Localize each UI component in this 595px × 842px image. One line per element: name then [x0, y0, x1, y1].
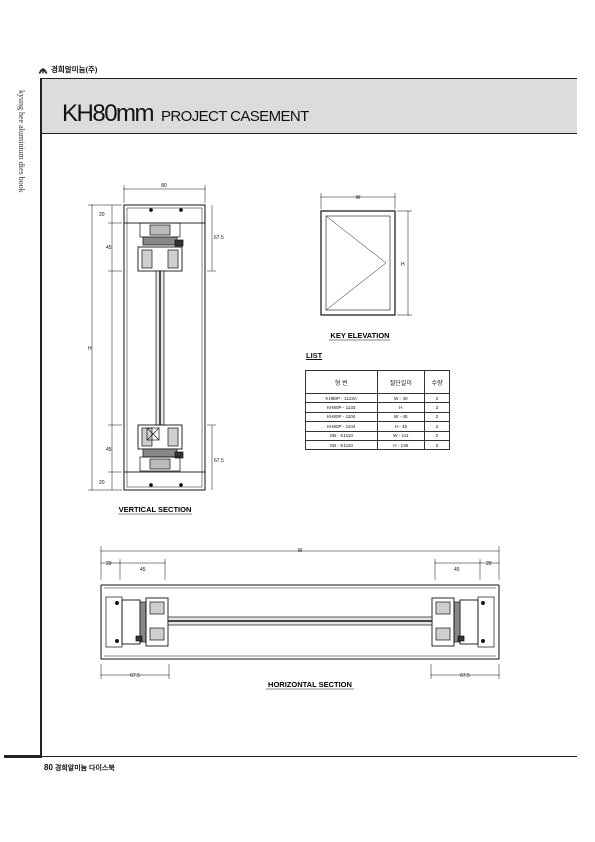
footer-rule — [42, 756, 577, 757]
vertical-section-dims — [88, 185, 216, 491]
cell-qty: 2 — [424, 392, 450, 404]
table-header-row: 형 번 절단길이 수량 — [305, 370, 450, 394]
header-band — [42, 78, 577, 134]
page-number: 80 — [44, 763, 53, 772]
cell-length: W - 40 — [376, 392, 426, 404]
dim-vs-bottom: 20 — [99, 480, 105, 486]
cell-length: W - 111 — [376, 430, 426, 441]
title-sub: PROJECT CASEMENT — [161, 108, 309, 125]
dim-hs-bottom-left: 67.5 — [130, 673, 140, 679]
vertical-section-drawing — [123, 204, 206, 491]
col-header-length: 절단길이 — [376, 370, 426, 394]
vertical-section-caption: VERTICAL SECTION — [119, 505, 192, 514]
dim-vs-top-inner: 45 — [106, 245, 112, 251]
dim-vs-width: 80 — [161, 183, 167, 189]
side-rule — [40, 78, 42, 758]
cell-length: W - 45 — [376, 411, 426, 423]
cell-part: GB - S1110 — [305, 439, 378, 451]
dim-hs-width: W — [298, 548, 303, 554]
cell-length: H - 45 — [376, 421, 426, 432]
col-header-part: 형 번 — [305, 370, 378, 394]
dim-ke-height: H — [401, 262, 405, 268]
cell-qty: 2 — [424, 411, 450, 423]
cell-qty: 2 — [424, 402, 450, 413]
key-elevation-dims — [320, 193, 412, 316]
cell-qty: 2 — [424, 439, 450, 451]
key-elevation-caption: KEY ELEVATION — [330, 331, 389, 340]
horizontal-section-caption: HORIZONTAL SECTION — [268, 680, 352, 689]
footer-rule-thick — [4, 755, 42, 758]
dim-hs-left-inner: 45 — [140, 567, 146, 573]
title-main: KH80mm — [62, 100, 155, 127]
list-title: LIST — [306, 351, 323, 360]
cell-qty: 2 — [424, 430, 450, 441]
dim-hs-bottom-right: 67.5 — [460, 673, 470, 679]
dim-vs-right-top: 67.5 — [214, 235, 224, 241]
dim-vs-right-bottom: 67.5 — [214, 458, 224, 464]
dim-hs-left-outer: 20 — [106, 561, 112, 567]
dim-hs-right-outer: 20 — [486, 561, 492, 567]
brand: 경희알미늄(주) — [38, 64, 97, 75]
dim-vs-bottom-inner: 45 — [106, 447, 112, 453]
dim-ke-width: W — [356, 195, 361, 201]
horizontal-section-dims — [100, 546, 500, 679]
cell-part: KH80P - 1123A — [305, 392, 378, 404]
cell-part: KH80P - 1104 — [305, 421, 378, 432]
cell-part: GB - S1110 — [305, 430, 378, 441]
footer-title: 경희알미늄 다이스북 — [54, 765, 115, 772]
col-header-qty: 수량 — [424, 370, 450, 394]
arch-logo-icon — [38, 67, 48, 73]
dim-hs-right-inner: 45 — [454, 567, 460, 573]
horizontal-section-drawing — [100, 584, 500, 660]
dim-vs-top: 20 — [99, 212, 105, 218]
page-title: KH80mm PROJECT CASEMENT — [62, 100, 309, 128]
dim-vs-height: H — [88, 346, 92, 352]
cell-length: H - 135 — [376, 439, 426, 451]
brand-name: 경희알미늄(주) — [51, 65, 98, 74]
key-elevation-drawing — [320, 210, 396, 316]
cell-length: H — [376, 402, 426, 413]
cell-part: KH80P - 1133 — [305, 402, 378, 413]
cell-part: KH80P - 1104 — [305, 411, 378, 423]
cell-qty: 2 — [424, 421, 450, 432]
